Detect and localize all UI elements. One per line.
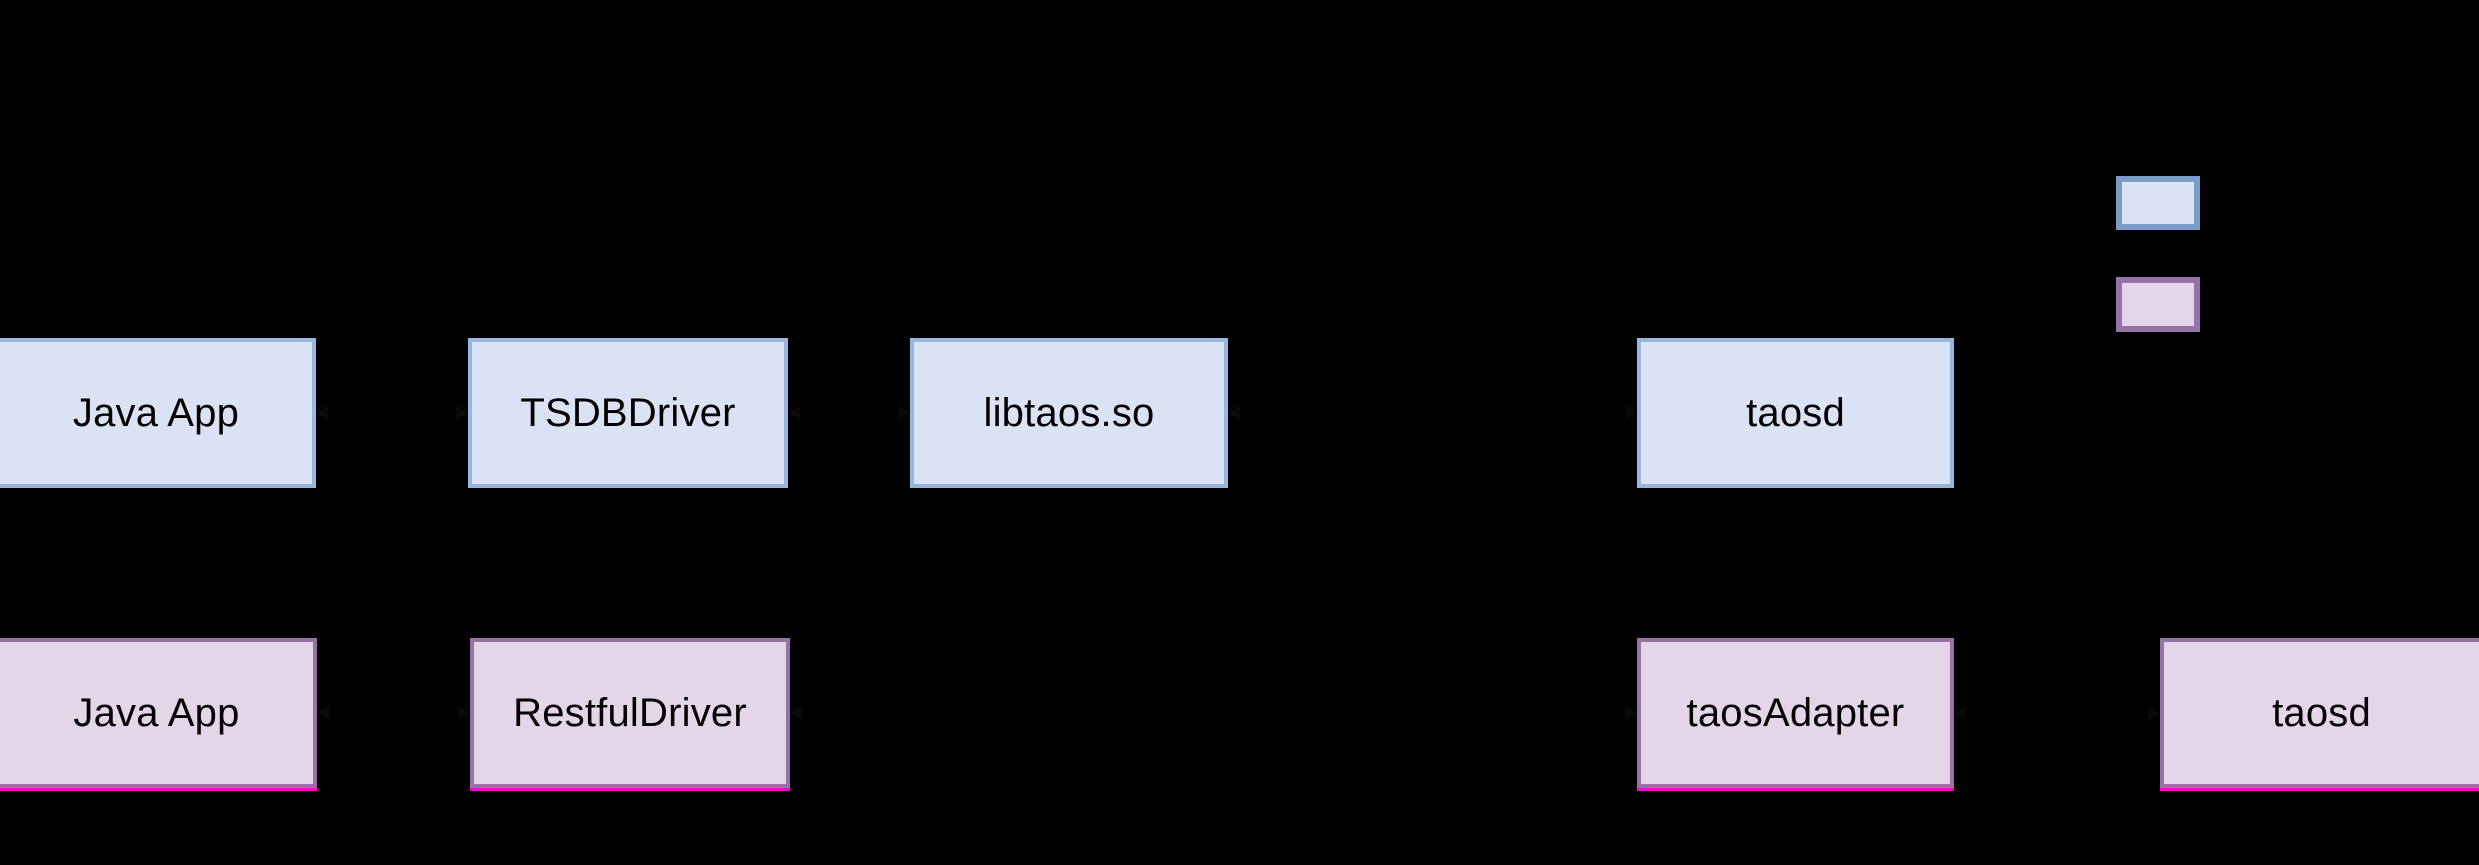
node-tsdb-driver[interactable]: TSDBDriver bbox=[468, 338, 788, 488]
node-taos-adapter[interactable]: taosAdapter bbox=[1637, 638, 1954, 788]
edge-javaapp-to-tsdbdriver-arrow-right-icon bbox=[456, 406, 468, 420]
edge-javaapp-to-tsdbdriver-arrow-left-icon bbox=[316, 406, 328, 420]
edge-javaapp-to-restfuldriver-arrow-right-icon bbox=[458, 706, 470, 720]
node-java-app-native[interactable]: Java App bbox=[0, 338, 316, 488]
edge-tsdbdriver-to-libtaos-arrow-left-icon bbox=[788, 406, 800, 420]
edge-tsdbdriver-to-libtaos bbox=[788, 412, 910, 415]
edge-libtaos-to-taosd-arrow-left-icon bbox=[1228, 406, 1240, 420]
edge-javaapp-to-tsdbdriver bbox=[316, 412, 468, 415]
edge-tsdbdriver-to-libtaos-arrow-right-icon bbox=[898, 406, 910, 420]
node-taosd-rest[interactable]: taosd bbox=[2160, 638, 2479, 788]
edge-javaapp-to-restfuldriver-arrow-left-icon bbox=[317, 706, 329, 720]
node-label-taosd-rest: taosd bbox=[2272, 691, 2371, 735]
edge-libtaos-to-taosd bbox=[1228, 412, 1637, 415]
node-label-java-app-native: Java App bbox=[72, 391, 240, 435]
node-libtaos-so[interactable]: libtaos.so bbox=[910, 338, 1228, 488]
edge-javaapp-to-restfuldriver bbox=[317, 712, 470, 715]
edge-adapter-to-taosd bbox=[1954, 712, 2160, 715]
legend-swatch-legend-native-connection bbox=[2116, 176, 2200, 230]
node-label-taosd-native: taosd bbox=[1746, 391, 1845, 435]
edge-restfuldriver-to-adapter bbox=[790, 712, 1637, 715]
legend-swatch-legend-rest-connection bbox=[2116, 277, 2200, 332]
edge-adapter-to-taosd-arrow-left-icon bbox=[1954, 706, 1966, 720]
node-java-app-rest[interactable]: Java App bbox=[0, 638, 317, 788]
edge-restfuldriver-to-adapter-arrow-left-icon bbox=[790, 706, 802, 720]
node-label-libtaos-so: libtaos.so bbox=[983, 391, 1155, 435]
node-label-taos-adapter: taosAdapter bbox=[1686, 691, 1905, 735]
node-label-tsdb-driver: TSDBDriver bbox=[520, 391, 736, 435]
node-label-restful-driver: RestfulDriver bbox=[513, 691, 747, 735]
node-restful-driver[interactable]: RestfulDriver bbox=[470, 638, 790, 788]
edge-libtaos-to-taosd-arrow-right-icon bbox=[1625, 406, 1637, 420]
node-label-java-app-rest: Java App bbox=[73, 691, 240, 735]
edge-restfuldriver-to-adapter-arrow-right-icon bbox=[1625, 706, 1637, 720]
edge-adapter-to-taosd-arrow-right-icon bbox=[2148, 706, 2160, 720]
node-taosd-native[interactable]: taosd bbox=[1637, 338, 1954, 488]
